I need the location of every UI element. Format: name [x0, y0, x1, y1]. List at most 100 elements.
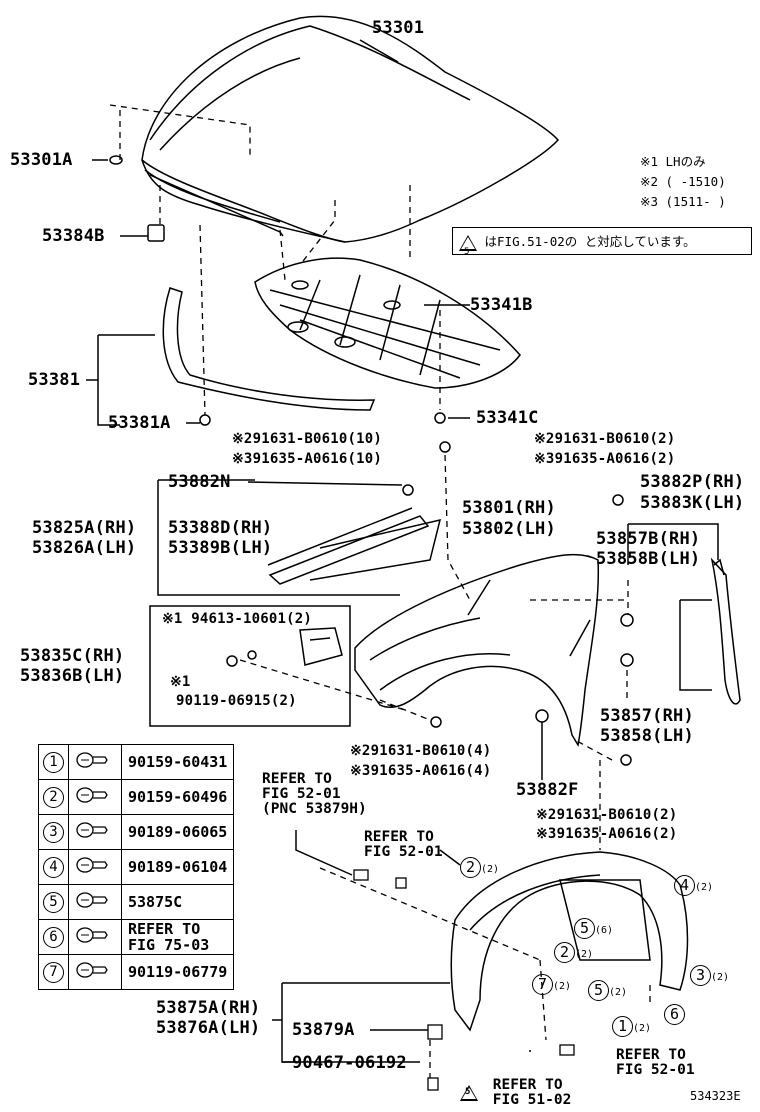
callout-3: 3(2)	[690, 965, 729, 986]
clip-icon	[68, 884, 122, 920]
legend-number-circle: 2	[43, 786, 64, 808]
callout-5b: 5(2)	[588, 980, 627, 1001]
label-bolt-i: ※291631-B0610(2)	[536, 807, 678, 823]
label-seal-lh1: 53826A(LH)	[32, 538, 137, 558]
legend-number: 3	[38, 814, 69, 850]
callout-5a: 5(6)	[574, 918, 613, 939]
label-58: 53858(LH)	[600, 726, 694, 746]
label-bolt-a: ※291631-B0610(10)	[232, 431, 382, 447]
label-seal-rh2: 53388D(RH)	[168, 518, 273, 538]
label-seal: 53381	[28, 370, 81, 390]
legend-number: 6	[38, 919, 69, 955]
legend-row: 2 90159-60496	[38, 779, 235, 815]
legend-part-number: 90119-06779	[120, 954, 235, 990]
label-bolt-g: ※291631-B0610(4)	[350, 743, 492, 759]
label-bolt-e: ※1 94613-10601(2)	[162, 611, 313, 627]
label-p-rh: 53882P(RH)	[640, 472, 745, 492]
legend-row: 5 53875C	[38, 884, 235, 920]
note-2: ※2 ( -1510)	[640, 174, 726, 189]
label-b-lh: 53858B(LH)	[596, 549, 701, 569]
legend-part-number: 53875C	[120, 884, 235, 920]
callout-4: 4(2)	[674, 875, 713, 896]
fender-liner-drawing	[450, 851, 689, 1032]
label-b-rh: 53857B(RH)	[596, 529, 701, 549]
label-k-lh: 53883K(LH)	[640, 493, 745, 513]
legend-part-number: 90159-60431	[120, 744, 235, 780]
legend-number-circle: 7	[43, 961, 64, 983]
legend-number: 5	[38, 884, 69, 920]
clip-icon	[68, 919, 122, 955]
legend-number: 1	[38, 744, 69, 780]
label-bolt-b: ※391635-A0616(10)	[232, 451, 382, 467]
label-liner-a: 53879A	[292, 1020, 355, 1040]
legend-row: 1 90159-60431	[38, 744, 235, 780]
fender-drawing	[354, 553, 600, 748]
label-seal-lh2: 53389B(LH)	[168, 538, 273, 558]
screw-icon	[68, 954, 122, 990]
legend-number: 2	[38, 779, 69, 815]
label-bolt-h: ※391635-A0616(4)	[350, 763, 492, 779]
label-liner-rh: 53875A(RH)	[156, 998, 261, 1018]
label-bolt-f: 90119-06915(2)	[176, 693, 297, 709]
clip-icon	[68, 744, 122, 780]
note-1: ※1 LHのみ	[640, 154, 706, 169]
clip-icon	[68, 779, 122, 815]
triangle-icon: 5	[460, 1085, 478, 1102]
callout-1: 1(2)	[612, 1016, 651, 1037]
label-fender-lh: 53802(LH)	[462, 519, 556, 539]
legend-part-number: 90159-60496	[120, 779, 235, 815]
legend-number-circle: 4	[43, 856, 64, 878]
label-c-lh: 53836B(LH)	[20, 666, 125, 686]
label-insulator: 53341B	[470, 295, 533, 315]
clip-icon	[68, 849, 122, 885]
legend-number: 4	[38, 849, 69, 885]
seal-drawing	[162, 287, 376, 411]
legend-number-circle: 1	[43, 751, 64, 773]
clip-icon	[68, 814, 122, 850]
label-c-rh: 53835C(RH)	[20, 646, 125, 666]
label-seal-n: 53882N	[168, 472, 231, 492]
label-bolt-j: ※391635-A0616(2)	[536, 826, 678, 842]
legend-row: 3 90189-06065	[38, 814, 235, 850]
label-f: 53882F	[516, 780, 579, 800]
hood-drawing	[141, 15, 560, 243]
callout-7: 7(2)	[532, 974, 571, 995]
label-liner-bolt: 90467-06192	[292, 1053, 407, 1073]
label-insulator-clip: 53341C	[476, 408, 539, 428]
label-hood-a: 53301A	[10, 150, 73, 170]
legend-row: 7 90119-06779	[38, 954, 235, 990]
callout-2b: 2(2)	[554, 942, 593, 963]
label-cushion: 53384B	[42, 226, 105, 246]
label-seal-rh1: 53825A(RH)	[32, 518, 137, 538]
drawing-id: 534323E	[690, 1089, 741, 1103]
label-bolt-c: ※291631-B0610(2)	[534, 431, 676, 447]
label-mark1: ※1	[170, 674, 191, 690]
legend-number: 7	[38, 954, 69, 990]
label-hood: 53301	[372, 18, 425, 38]
label-fender-rh: 53801(RH)	[462, 498, 556, 518]
note-3: ※3 (1511- )	[640, 194, 726, 209]
legend-number-circle: 3	[43, 821, 64, 843]
label-57: 53857(RH)	[600, 706, 694, 726]
legend-part-number: 90189-06065	[120, 814, 235, 850]
label-liner-lh: 53876A(LH)	[156, 1018, 261, 1038]
callout-6: 6	[664, 1004, 685, 1025]
label-bolt-d: ※391635-A0616(2)	[534, 451, 676, 467]
fastener-legend: 1 90159-60431 2 90159-60496 3 90189-06065 4 901…	[38, 744, 235, 990]
triangle-icon: 5	[459, 234, 477, 257]
legend-number-circle: 6	[43, 926, 64, 948]
insulator-drawing	[254, 257, 521, 389]
note-box: 5 はFIG.51-02の と対応しています。	[452, 227, 752, 257]
legend-part-number: 90189-06104	[120, 849, 235, 885]
cushion-drawing	[147, 224, 165, 242]
bracket-drawing	[710, 557, 741, 705]
legend-number-circle: 5	[43, 891, 64, 913]
